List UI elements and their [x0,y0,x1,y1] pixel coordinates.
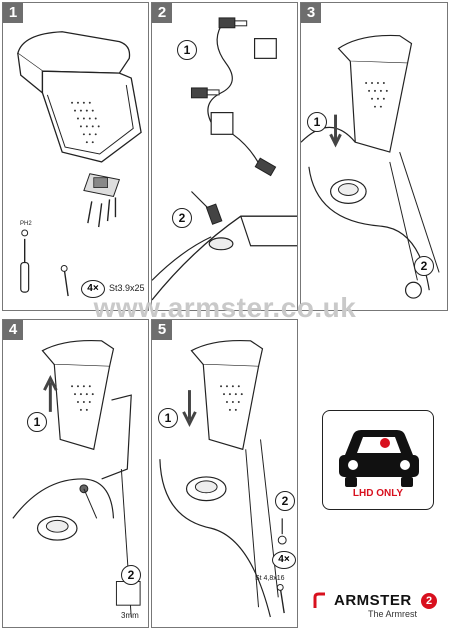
callout-1: 1 [27,412,47,432]
step-number: 5 [152,320,172,340]
step-number: 1 [3,3,23,23]
hex-key-size: 3mm [121,611,139,620]
tool-label: PH2 [20,221,32,227]
brand-badge: 2 [421,593,437,609]
panel-step-3: 3 1 2 [300,2,448,311]
car-icon [339,430,419,487]
armrest-mounting-illustration [301,34,440,299]
panel-step-1: 1 [2,2,149,311]
armrest-adjust-illustration [12,339,141,618]
brand-mark-icon [313,592,325,608]
brand-logo: ARMSTER 2 The Armrest [308,590,448,626]
callout-2: 2 [121,565,141,585]
callout-1: 1 [177,40,197,60]
cable-connector-illustration [152,17,297,301]
lhd-only-label: LHD ONLY [352,488,404,499]
quantity-badge: 4× [272,551,296,569]
armrest-fixing-illustration [159,339,287,618]
screw-spec: St 4,8x16 [255,575,285,582]
screw-spec: St3.9x25 [109,283,145,293]
brand-tagline: The Armrest [368,609,418,619]
brand-name: ARMSTER [334,592,412,609]
screwdriver-icon [20,229,30,293]
step-number: 4 [3,320,23,340]
screw-icon [60,265,69,297]
callout-2: 2 [275,491,295,511]
panel-step-5: 5 1 2 4× St 4,8x16 [151,319,298,628]
callout-1: 1 [158,408,178,428]
callout-2: 2 [172,208,192,228]
quantity-badge: 4× [81,280,105,298]
callout-1: 1 [307,112,327,132]
panel-step-2: 2 1 2 [151,2,298,311]
watermark-url: www.armster.co.uk [93,292,357,323]
step-number: 2 [152,3,172,23]
lhd-only-badge: LHD ONLY [322,410,434,510]
panel-step-4: 4 1 2 3mm [2,319,149,628]
armrest-assembly-illustration [17,31,142,297]
callout-2: 2 [414,256,434,276]
step-number: 3 [301,3,321,23]
